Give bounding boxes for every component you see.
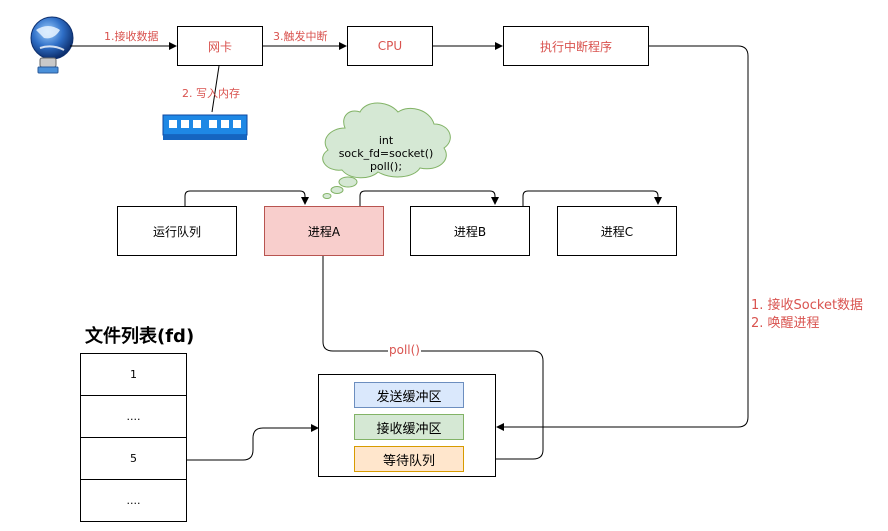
interrupt-handler-box[interactable]: 执行中断程序 (503, 26, 649, 66)
edge-label-receive: 1.接收数据 (104, 30, 159, 43)
edge-label-write-memory: 2. 写入内存 (182, 87, 240, 100)
poll-label: poll() (388, 343, 421, 357)
send-buffer[interactable]: 发送缓冲区 (354, 382, 464, 408)
fd-row-3[interactable]: .... (80, 479, 187, 522)
cpu-box[interactable]: CPU (347, 26, 433, 66)
thought-cloud (322, 102, 451, 199)
memory-module-icon (162, 114, 248, 140)
edge-b-c (522, 190, 662, 206)
wait-queue[interactable]: 等待队列 (354, 446, 464, 472)
fd-row-2[interactable]: 5 (80, 437, 187, 480)
process-a-box[interactable]: 进程A (264, 206, 384, 256)
side-note-line-2: 2. 唤醒进程 (751, 316, 820, 331)
nic-box[interactable]: 网卡 (177, 26, 263, 66)
edge-a-b (359, 190, 499, 206)
side-note: 1. 接收Socket数据 2. 唤醒进程 (751, 297, 863, 333)
process-c-box[interactable]: 进程C (557, 206, 677, 256)
globe-network-icon (30, 16, 74, 74)
run-queue-box[interactable]: 运行队列 (117, 206, 237, 256)
edge-handler-socket (496, 45, 749, 431)
edge-label-trigger-interrupt: 3.触发中断 (273, 30, 328, 43)
fd-row-1[interactable]: .... (80, 395, 187, 438)
recv-buffer[interactable]: 接收缓冲区 (354, 414, 464, 440)
side-note-line-1: 1. 接收Socket数据 (751, 298, 864, 313)
cloud-code: int sock_fd=socket() poll(); (334, 134, 438, 173)
fd-table-title: 文件列表(fd) (85, 326, 195, 347)
process-b-box[interactable]: 进程B (410, 206, 530, 256)
edge-fd-socket (187, 424, 319, 461)
fd-row-0[interactable]: 1 (80, 353, 187, 396)
edge-queue-a (184, 190, 309, 206)
edge-poll (322, 256, 544, 463)
cloud-line-1: int sock_fd=socket() (338, 134, 434, 160)
cloud-line-2: poll(); (369, 160, 403, 173)
edge-write-memory (211, 65, 220, 113)
